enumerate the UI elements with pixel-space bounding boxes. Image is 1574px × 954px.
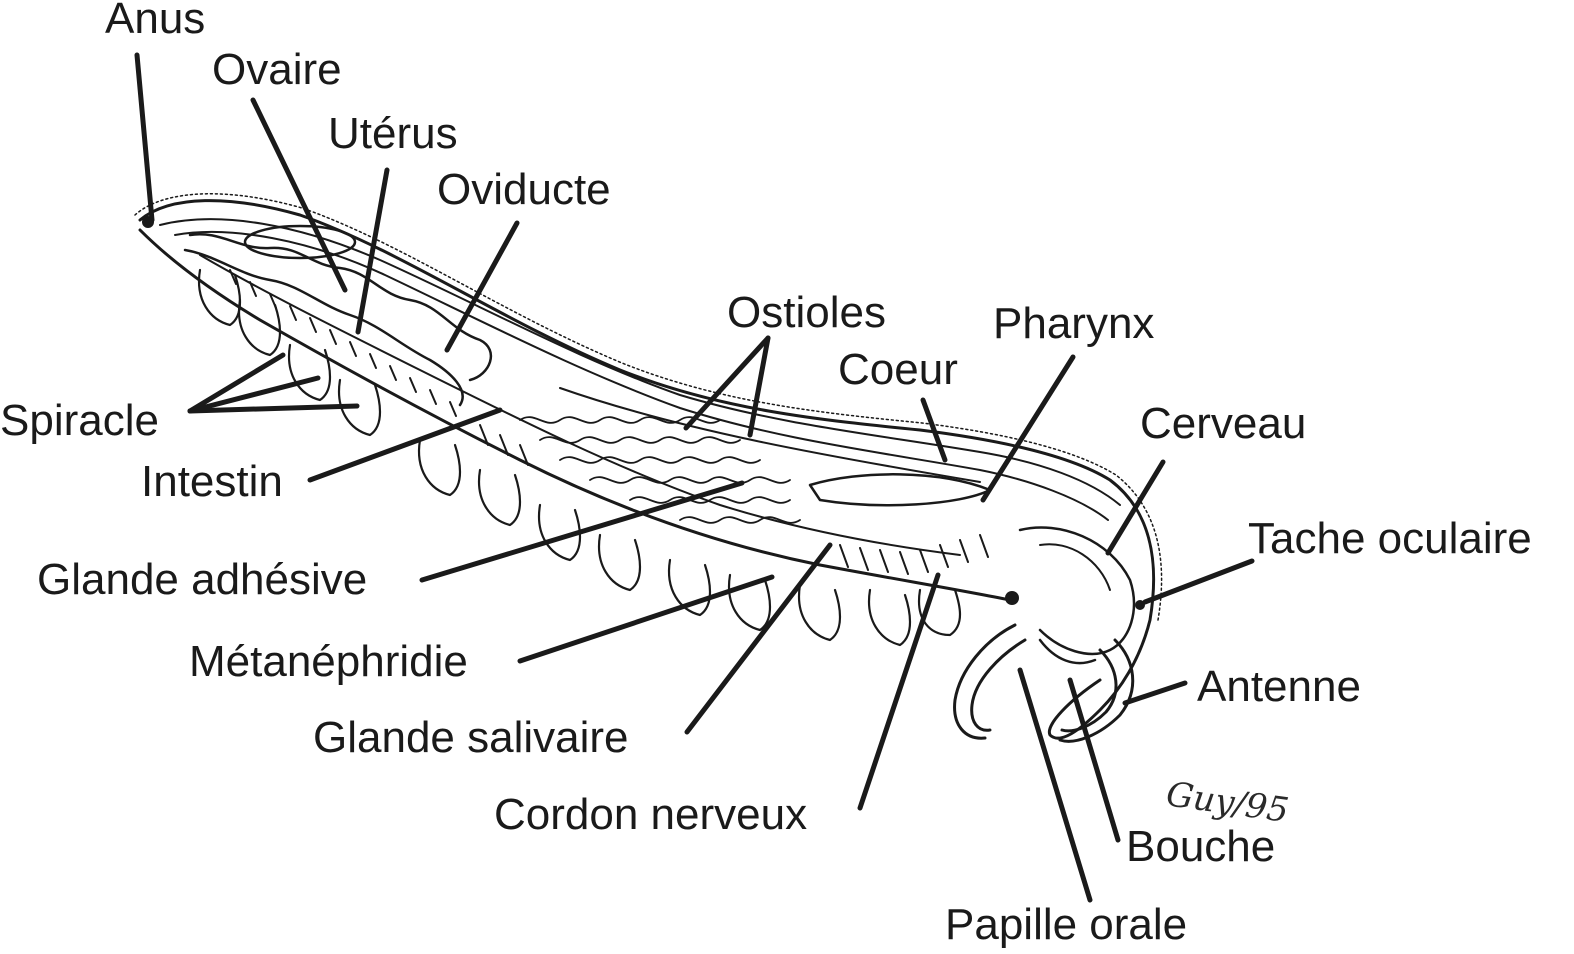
leader-uterus [355, 167, 390, 335]
leader-oviducte [444, 220, 520, 353]
leader-lines [134, 52, 1255, 903]
leader-ostioles-right [747, 335, 771, 438]
label-tache-oculaire: Tache oculaire [1248, 514, 1532, 563]
labels: Anus Ovaire Utérus Oviducte Ostioles Pha… [0, 0, 1532, 949]
leader-spiracle-3 [187, 403, 360, 414]
label-glande-adhesive: Glande adhésive [37, 555, 367, 604]
leader-antenne [1122, 680, 1188, 706]
label-pharynx: Pharynx [993, 299, 1154, 348]
leader-pharynx [980, 354, 1076, 503]
leader-spiracle-1 [187, 352, 286, 414]
leader-anus [134, 52, 155, 223]
label-cerveau: Cerveau [1140, 399, 1306, 448]
label-papille-orale: Papille orale [945, 900, 1187, 949]
leader-glande-adhesive [419, 480, 745, 583]
leader-metanephridie [517, 574, 775, 664]
label-antenne: Antenne [1197, 662, 1361, 711]
body-illustration [134, 193, 1163, 743]
label-oviducte: Oviducte [437, 165, 611, 214]
leader-cerveau [1105, 459, 1166, 556]
label-cordon-nerveux: Cordon nerveux [494, 790, 807, 839]
leader-coeur [920, 397, 948, 463]
label-coeur: Coeur [838, 345, 958, 394]
label-ostioles: Ostioles [727, 288, 886, 337]
label-uterus: Utérus [328, 109, 458, 158]
leader-glande-salivaire [684, 542, 833, 735]
label-anus: Anus [105, 0, 205, 43]
label-ovaire: Ovaire [212, 45, 342, 94]
leader-cordon-nerveux [857, 572, 941, 811]
leader-bouche [1067, 677, 1121, 843]
leader-ovaire [250, 97, 348, 293]
label-glande-salivaire: Glande salivaire [313, 713, 629, 762]
leader-papille-orale [1017, 667, 1093, 903]
leader-ostioles-left [683, 335, 771, 431]
leader-spiracle-2 [187, 375, 321, 414]
label-bouche: Bouche [1126, 822, 1275, 871]
leader-intestin [307, 407, 503, 483]
leader-tache-oculaire [1142, 558, 1255, 605]
label-metanephridie: Métanéphridie [189, 637, 468, 686]
label-intestin: Intestin [141, 457, 283, 506]
label-spiracle: Spiracle [0, 396, 159, 445]
